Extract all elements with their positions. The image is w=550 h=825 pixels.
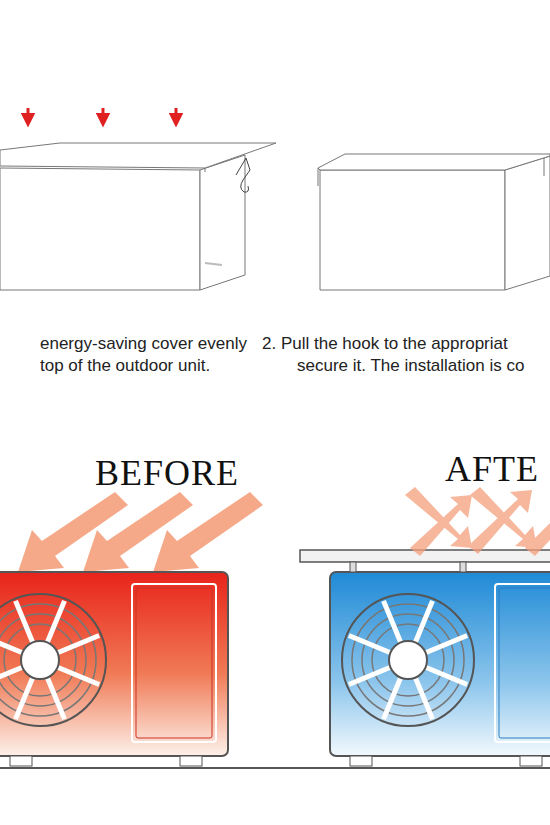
fan-spoke xyxy=(58,636,100,653)
hot-outdoor-unit xyxy=(0,572,228,766)
fan-spoke xyxy=(384,678,401,720)
instruction-text: secure it. The installation is co xyxy=(297,356,524,376)
reflected-sun-arrows xyxy=(405,487,550,556)
before-heading: BEFORE xyxy=(95,452,239,495)
ground-line xyxy=(0,767,550,769)
fan-spoke xyxy=(58,667,100,684)
fan-spoke xyxy=(349,667,391,684)
fan-spoke xyxy=(426,667,468,684)
cover-step-1 xyxy=(0,143,276,290)
sun-arrows-before xyxy=(18,492,263,572)
fan-spoke xyxy=(47,678,64,720)
fan-spoke xyxy=(0,667,22,684)
fan-spoke xyxy=(415,678,432,720)
energy-saving-cover xyxy=(300,550,550,572)
instruction-text: 2. Pull the hook to the appropriat xyxy=(262,334,508,354)
fan-spoke xyxy=(16,601,33,643)
fan-spoke xyxy=(47,601,64,643)
pressure-arrows xyxy=(28,108,176,120)
cool-outdoor-unit xyxy=(330,572,550,766)
fan-spoke xyxy=(426,636,468,653)
instruction-text: energy-saving cover evenly xyxy=(40,334,247,354)
instruction-text: top of the outdoor unit. xyxy=(40,356,210,376)
fan-spoke xyxy=(384,601,401,643)
after-heading: AFTE xyxy=(445,448,539,491)
cover-step-2 xyxy=(318,154,550,290)
fan-spoke xyxy=(349,636,391,653)
fan-spoke xyxy=(0,636,22,653)
fan-spoke xyxy=(415,601,432,643)
fan-spoke xyxy=(16,678,33,720)
